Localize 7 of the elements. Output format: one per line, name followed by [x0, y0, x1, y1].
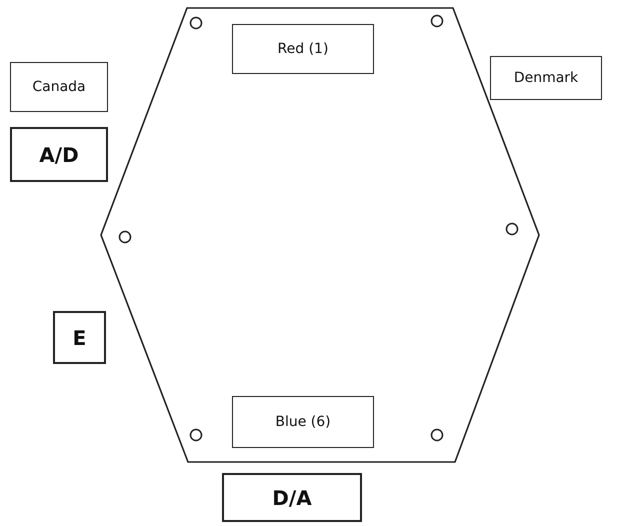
country-label: Denmark [490, 56, 602, 100]
code-label: E [53, 311, 106, 364]
country-label: Canada [10, 62, 108, 112]
color-label: Red (1) [232, 24, 374, 74]
color-label: Blue (6) [232, 396, 374, 448]
code-label: A/D [10, 127, 108, 182]
code-label: D/A [222, 473, 362, 522]
